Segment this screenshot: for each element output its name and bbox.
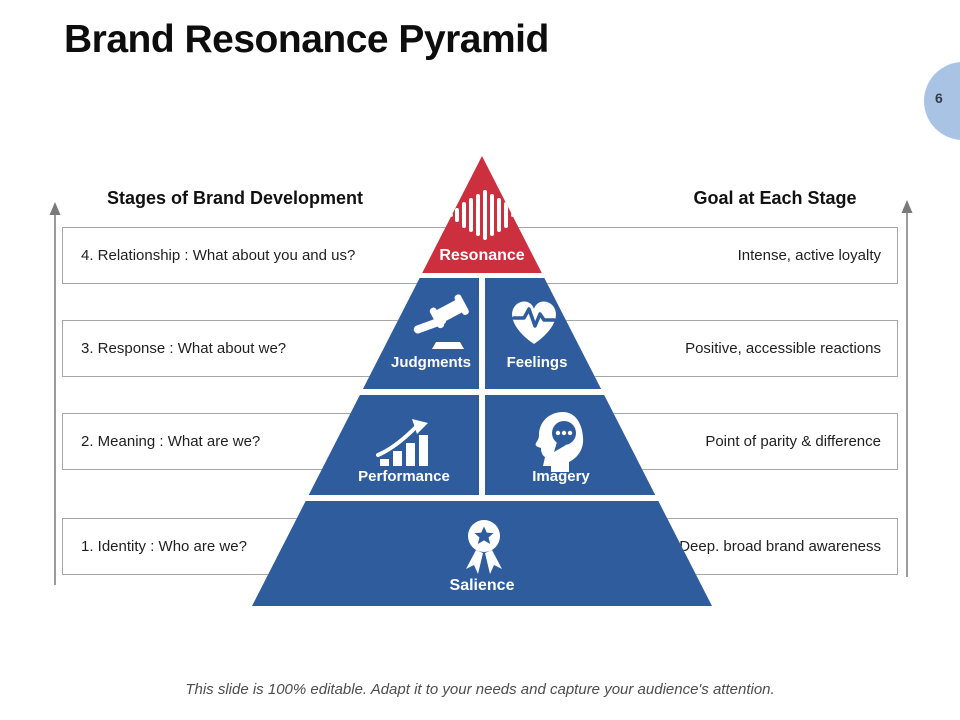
pyramid-label: Imagery — [532, 468, 590, 485]
pyramid-label: Resonance — [439, 247, 525, 264]
up-arrow-icon — [901, 200, 913, 577]
growth-chart-icon — [376, 419, 428, 466]
pyramid-label: Feelings — [506, 354, 568, 371]
pyramid-label: Performance — [358, 468, 450, 485]
sound-wave-icon — [444, 190, 520, 240]
award-ribbon-icon — [466, 520, 502, 574]
slide-title: Brand Resonance Pyramid — [64, 18, 549, 61]
head-speech-icon — [535, 412, 584, 472]
heart-pulse-icon — [512, 301, 556, 344]
footer-note: This slide is 100% editable. Adapt it to… — [185, 681, 775, 698]
brand-resonance-pyramid: Resonance Judgments Feelings — [252, 156, 712, 606]
goal-text: Intense, active loyalty — [737, 247, 881, 264]
page-number-tab: 6 — [924, 62, 960, 140]
page-number: 6 — [935, 90, 943, 106]
stage-text: 2. Meaning : What are we? — [81, 433, 261, 450]
pyramid-label: Salience — [449, 577, 515, 594]
pyramid-label: Judgments — [391, 354, 472, 371]
goal-text: Deep. broad brand awareness — [679, 538, 881, 555]
stage-text: 3. Response : What about we? — [81, 340, 287, 357]
goal-text: Positive, accessible reactions — [685, 340, 881, 357]
stage-text: 1. Identity : Who are we? — [81, 538, 247, 555]
stage-text: 4. Relationship : What about you and us? — [81, 247, 356, 264]
pyramid-vertical-divider — [479, 278, 485, 495]
left-column-header: Stages of Brand Development — [106, 188, 364, 208]
right-column-header: Goal at Each Stage — [693, 188, 857, 208]
gavel-icon — [413, 294, 469, 349]
goal-text: Point of parity & difference — [705, 433, 881, 450]
up-arrow-icon — [49, 202, 61, 585]
